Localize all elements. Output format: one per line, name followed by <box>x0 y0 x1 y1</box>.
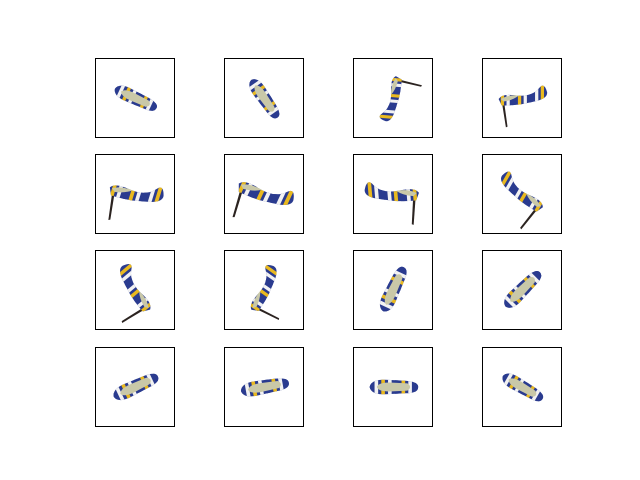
shoe-view-panel <box>224 250 304 330</box>
shoe-image <box>245 75 284 122</box>
shoe-view-panel <box>482 347 562 427</box>
shoe-view-panel <box>482 250 562 330</box>
shoe-image <box>108 178 165 220</box>
shoe-image <box>364 173 420 225</box>
shoe-image <box>232 182 294 218</box>
shoe-view-panel <box>224 154 304 234</box>
shoe-image <box>110 369 161 404</box>
shoe-view-panel <box>95 347 175 427</box>
shoe-image <box>372 76 422 122</box>
shoe-view-panel <box>224 347 304 427</box>
shoe-image <box>376 264 411 315</box>
shoe-image <box>498 165 544 230</box>
shoe-view-panel <box>353 58 433 138</box>
shoe-image <box>118 261 152 323</box>
shoe-image <box>500 267 545 312</box>
shoe-image <box>112 82 160 115</box>
shoe-image <box>499 369 547 405</box>
shoe-view-panel <box>353 347 433 427</box>
shoe-image <box>498 77 548 128</box>
shoe-image <box>369 379 419 395</box>
shoe-image <box>239 375 291 399</box>
shoe-image <box>250 263 280 321</box>
shoe-view-panel <box>482 154 562 234</box>
shoe-view-panel <box>353 250 433 330</box>
shoe-view-panel <box>95 154 175 234</box>
shoe-view-panel <box>482 58 562 138</box>
shoe-view-panel <box>95 250 175 330</box>
shoe-view-panel <box>353 154 433 234</box>
shoe-view-panel <box>224 58 304 138</box>
shoe-view-panel <box>95 58 175 138</box>
